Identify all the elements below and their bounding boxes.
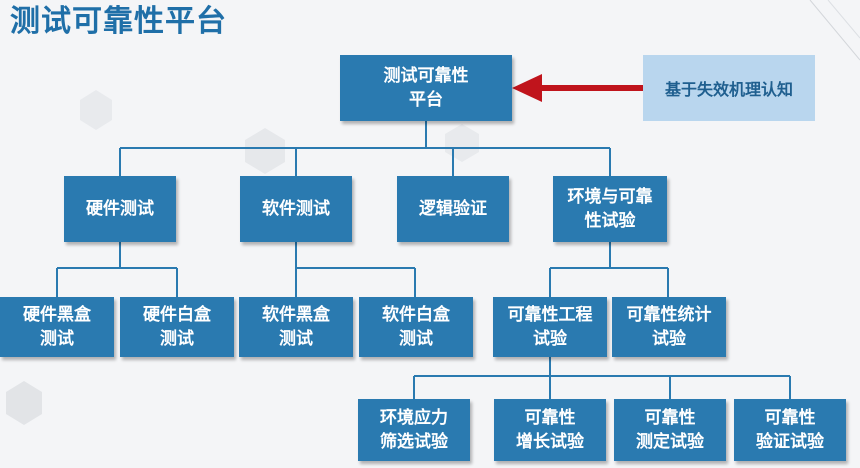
node-env-reliability-test: 环境与可靠 性试验 bbox=[553, 176, 667, 242]
node-software-whitebox: 软件白盒 测试 bbox=[359, 297, 473, 357]
page-title: 测试可靠性平台 bbox=[10, 4, 227, 39]
pointer-arrow bbox=[512, 74, 643, 102]
node-logic-verification: 逻辑验证 bbox=[397, 176, 509, 242]
node-hardware-whitebox: 硬件白盒 测试 bbox=[120, 297, 234, 357]
node-reliability-engineering-test: 可靠性工程 试验 bbox=[493, 297, 607, 357]
node-software-blackbox: 软件黑盒 测试 bbox=[239, 297, 353, 357]
node-reliability-growth-test: 可靠性 增长试验 bbox=[494, 399, 606, 461]
annotation-note: 基于失效机理认知 bbox=[643, 55, 815, 121]
node-hardware-test: 硬件测试 bbox=[64, 176, 176, 242]
node-reliability-determination-test: 可靠性 测定试验 bbox=[614, 399, 726, 461]
node-root: 测试可靠性 平台 bbox=[340, 55, 512, 121]
node-reliability-verification-test: 可靠性 验证试验 bbox=[734, 399, 846, 461]
node-hardware-blackbox: 硬件黑盒 测试 bbox=[0, 297, 114, 357]
node-stress-screening-test: 环境应力 筛选试验 bbox=[358, 399, 470, 461]
node-reliability-statistical-test: 可靠性统计 试验 bbox=[612, 297, 726, 357]
node-software-test: 软件测试 bbox=[240, 176, 352, 242]
